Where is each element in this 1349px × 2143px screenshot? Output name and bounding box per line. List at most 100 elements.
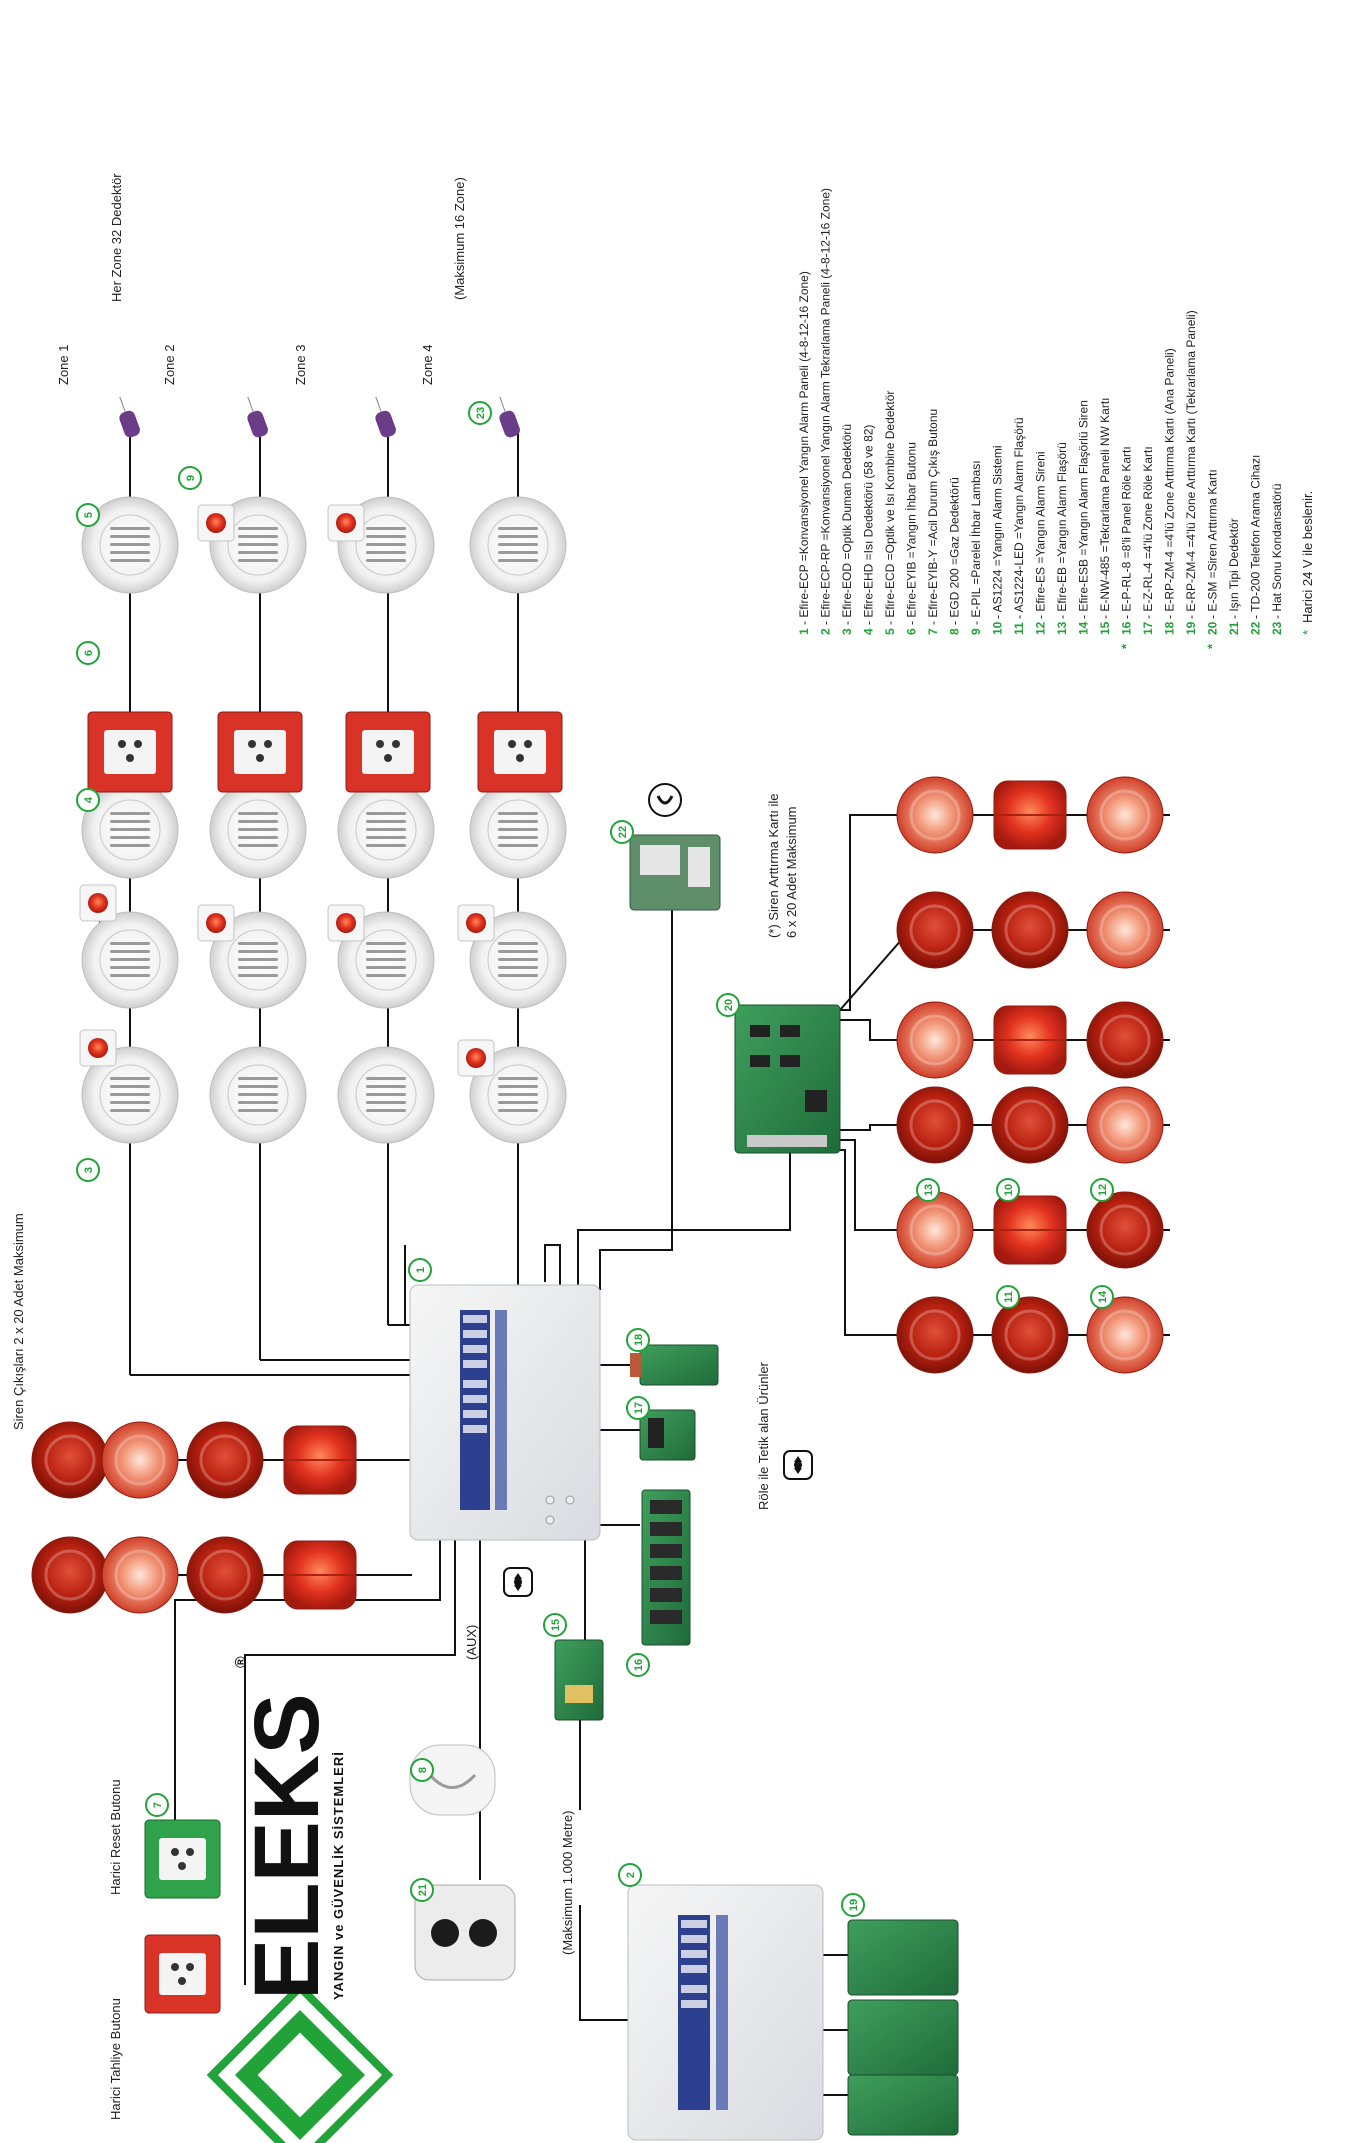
fan-relay-icon [783, 1450, 813, 1480]
svg-text:19: 19 [1184, 621, 1198, 635]
svg-text:- Efire-EYIB =Yangın İhbar But: - Efire-EYIB =Yangın İhbar Butonu [905, 442, 919, 625]
footnote: * Harici 24 V ile beslenir. [1300, 491, 1315, 635]
legend-item: 7- Efire-EYIB-Y =Acil Durum Çıkış Butonu [926, 409, 940, 635]
svg-text:12: 12 [1034, 621, 1048, 635]
legend-item: 1- Efire-ECP =Konvansiyonel Yangın Alarm… [797, 271, 811, 635]
svg-text:6: 6 [905, 628, 919, 635]
alarm-siren [896, 1086, 974, 1164]
svg-text:19: 19 [848, 1899, 860, 1911]
telephone-icon [648, 783, 682, 817]
callout-15: 15 [543, 1613, 567, 1637]
alarm-siren [896, 891, 974, 969]
parallel-lamp [197, 904, 235, 942]
detectors-per-zone-label: Her Zone 32 Dedektör [109, 173, 124, 302]
repeater-line-b [579, 1905, 630, 2021]
svg-text:17: 17 [1141, 621, 1155, 635]
capacitor-zone-2 [247, 396, 268, 438]
svg-text:13: 13 [923, 1184, 935, 1196]
svg-text:- E-RP-ZM-4 =4'lü Zone Arttırm: - E-RP-ZM-4 =4'lü Zone Arttırma Kartı (A… [1163, 348, 1177, 619]
external-reset-button [144, 1819, 221, 1899]
svg-text:10: 10 [1003, 1184, 1015, 1196]
repeater-zone-card-3 [847, 2074, 959, 2136]
card-to-row-2 [839, 929, 911, 1011]
smoke-detector [209, 1046, 307, 1144]
callout-4: 4 [76, 788, 100, 812]
legend-item: 22- TD-200 Telefon Arama Cihazı [1249, 455, 1263, 635]
manual-call-point [477, 711, 563, 793]
legend-item: 4- Efire-EHD =Isı Dedektörü (58 ve 82) [862, 425, 876, 635]
legend-item: 13- Efire-EB =Yangın Alarm Flaşörü [1055, 442, 1069, 635]
svg-text:8: 8 [417, 1767, 429, 1773]
panel-to-siren-card [577, 1145, 791, 1290]
svg-text:- Hat Sonu Kondansatörü: - Hat Sonu Kondansatörü [1270, 484, 1284, 619]
parallel-lamp [79, 1029, 117, 1067]
legend-item: 21- Işın Tipi Dedektör [1227, 518, 1241, 635]
alarm-siren [1086, 1086, 1164, 1164]
eleks-emblem [206, 1981, 394, 2143]
telephone-dialer-card [629, 834, 721, 911]
parallel-lamp [327, 504, 365, 542]
panel-relay-card [641, 1489, 691, 1646]
svg-text:- E-P-RL-8 =8'li Panel Röle Ka: - E-P-RL-8 =8'li Panel Röle Kartı [1120, 446, 1134, 619]
svg-text:4: 4 [83, 796, 95, 803]
smoke-detector [81, 911, 179, 1009]
repeater-zone-card-2 [847, 1999, 959, 2076]
max-zones-label: (Maksimum 16 Zone) [452, 177, 467, 300]
zone-expansion-card-main [630, 1344, 719, 1386]
card-row-3 [840, 1019, 905, 1041]
legend: 1- Efire-ECP =Konvansiyonel Yangın Alarm… [797, 188, 1284, 649]
svg-text:- Efire-EB =Yangın Alarm Flaşö: - Efire-EB =Yangın Alarm Flaşörü [1055, 442, 1069, 619]
siren-outputs-label: Siren Çıkışları 2 x 20 Adet Maksimum [11, 1213, 26, 1430]
sirens [31, 776, 1164, 1614]
zone-relay-card [639, 1409, 696, 1461]
callout-14: 14 [1090, 1285, 1114, 1309]
manual-call-point [217, 711, 303, 793]
callout-17: 17 [626, 1396, 650, 1420]
svg-text:18: 18 [633, 1334, 645, 1346]
aux-label: (AUX) [464, 1625, 479, 1660]
manual-call-point [87, 711, 173, 793]
repeater-network-card [554, 1639, 604, 1721]
callout-2: 2 [618, 1863, 642, 1887]
alarm-siren [1086, 1001, 1164, 1079]
callout-23: 23 [468, 401, 492, 425]
alarm-siren [991, 1086, 1069, 1164]
alarm-siren [993, 780, 1067, 850]
svg-text:- Efire-EHD =Isı Dedektörü (58: - Efire-EHD =Isı Dedektörü (58 ve 82) [862, 425, 876, 625]
svg-text:15: 15 [1098, 621, 1112, 635]
siren-expansion-label: (*) Siren Arttırma Kartı ile [766, 794, 781, 938]
legend-item: 2- Efire-ECP-RP =Konvansiyonel Yangın Al… [819, 188, 833, 635]
alarm-siren [993, 1195, 1067, 1265]
parallel-indicator-lamps [79, 504, 495, 1077]
callout-16: 16 [626, 1653, 650, 1677]
svg-text:- AS1224-LED =Yangın Alarm Fla: - AS1224-LED =Yangın Alarm Flaşörü [1012, 417, 1026, 619]
siren-expansion-card [734, 1004, 841, 1154]
panel-siren [283, 1540, 357, 1610]
legend-item: 9- E-PIL =Parelel İhbar Lambası [969, 460, 983, 635]
svg-text:21: 21 [1227, 621, 1241, 635]
alarm-siren [1086, 776, 1164, 854]
logo-tagline: YANGIN ve GÜVENLİK SİSTEMLERİ [331, 1751, 346, 2000]
card-row-4 [840, 1124, 905, 1131]
smoke-detector [337, 781, 435, 879]
relay-products-label: Röle ile Tetik alan Ürünler [756, 1361, 771, 1510]
svg-text:- Efire-ECP =Konvansiyonel Yan: - Efire-ECP =Konvansiyonel Yangın Alarm … [797, 271, 811, 625]
footnote-star: * [1300, 630, 1315, 635]
beam-detector [414, 1884, 516, 1981]
rotated-labels: Zone 1 Zone 2 Zone 3 Zone 4 Her Zone 32 … [11, 173, 799, 2120]
svg-text:9: 9 [185, 475, 197, 481]
zone-1-label: Zone 1 [56, 345, 71, 385]
svg-text:5: 5 [83, 512, 95, 518]
svg-text:9: 9 [969, 628, 983, 635]
panel-siren [186, 1421, 264, 1499]
legend-item: 23- Hat Sonu Kondansatörü [1270, 484, 1284, 635]
smoke-detector [337, 1046, 435, 1144]
legend-item: *16- E-P-RL-8 =8'li Panel Röle Kartı [1119, 446, 1134, 649]
svg-text:- EGD 200 =Gaz Dedektörü: - EGD 200 =Gaz Dedektörü [948, 477, 962, 625]
parallel-lamp [197, 504, 235, 542]
external-evac-label: Harici Tahliye Butonu [108, 1998, 123, 2120]
svg-text:- AS1224 =Yangın Alarm Sistemi: - AS1224 =Yangın Alarm Sistemi [991, 445, 1005, 619]
callout-12: 12 [1090, 1178, 1114, 1202]
callout-8: 8 [410, 1758, 434, 1782]
